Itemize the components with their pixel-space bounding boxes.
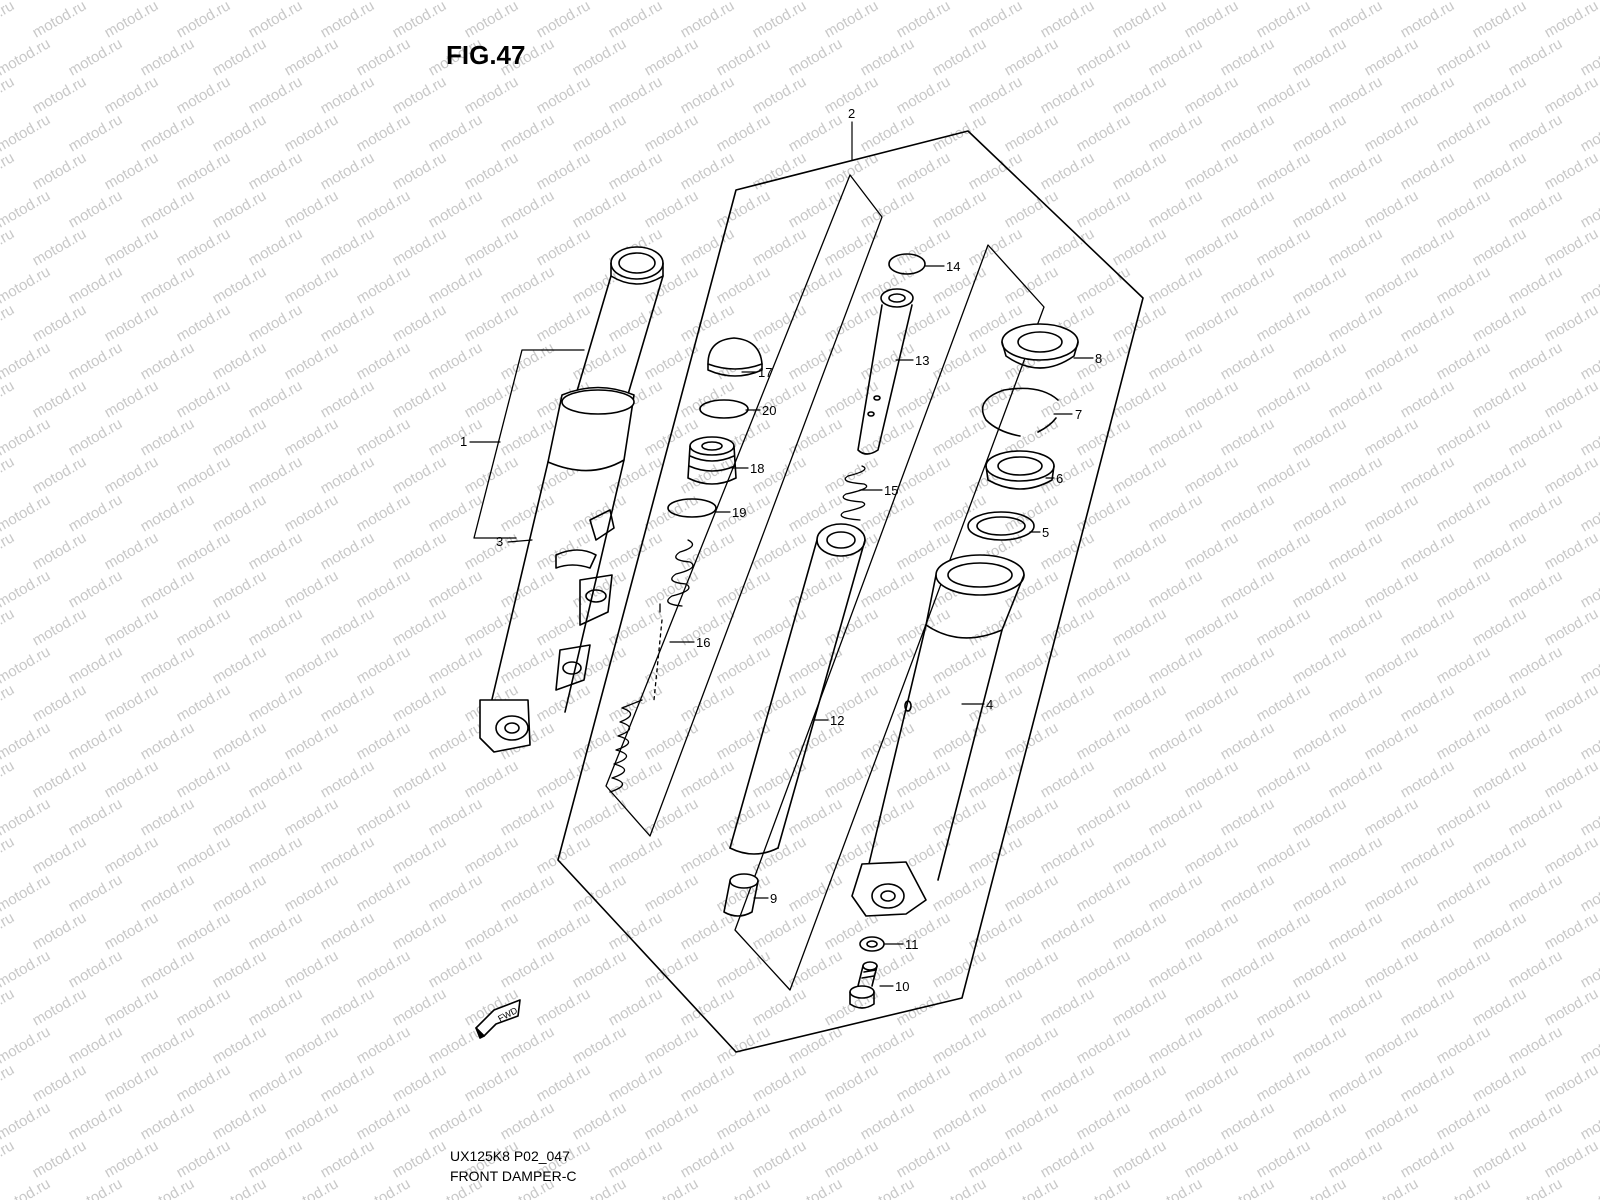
callout-3: 3: [496, 534, 503, 549]
part-19-o-ring: [667, 498, 717, 518]
callout-16: 16: [696, 635, 710, 650]
part-4-outer-tube-right: [851, 554, 1025, 917]
callout-9: 9: [770, 891, 777, 906]
part-15-rebound-spring: [840, 465, 868, 521]
callout-7: 7: [1075, 407, 1082, 422]
callout-15: 15: [884, 483, 898, 498]
callout-11: 11: [905, 937, 919, 952]
callout-4: 4: [986, 697, 993, 712]
part-6-oil-seal: [985, 450, 1055, 490]
part-14-snap-ring: [888, 253, 926, 275]
figure-title: FIG.47: [446, 40, 526, 70]
fwd-arrow-icon: FWD: [475, 999, 521, 1039]
callout-1: 1: [460, 434, 467, 449]
part-13-damper-rod: [857, 288, 914, 455]
part-9-oil-lock: [723, 873, 759, 917]
fork-tube-left: [571, 246, 664, 409]
callout-14: 14: [946, 259, 960, 274]
callout-13: 13: [915, 353, 929, 368]
outer-tube-left: [479, 386, 635, 753]
part-11-washer: [859, 936, 885, 952]
part-10-bolt: [849, 961, 878, 1009]
part-8-dust-seal: [1001, 323, 1079, 369]
callout-20: 20: [762, 403, 776, 418]
callout-6: 6: [1056, 471, 1063, 486]
callout-18: 18: [750, 461, 764, 476]
part-12-inner-tube: [729, 523, 866, 855]
callout-10: 10: [895, 979, 909, 994]
figure-name: FRONT DAMPER-C: [450, 1168, 577, 1184]
callout-leaders: [469, 121, 1094, 987]
part-7-retaining-ring: [981, 387, 1059, 437]
callout-5: 5: [1042, 525, 1049, 540]
figure-code: UX125K8 P02_047: [450, 1148, 570, 1164]
part-20-snap-ring: [699, 399, 749, 419]
callout-2: 2: [848, 106, 855, 121]
watermark-text: motod.ru: [1578, 0, 1600, 3]
callout-8: 8: [1095, 351, 1102, 366]
part-17-cap: [707, 337, 763, 377]
callout-17: 17: [758, 365, 772, 380]
callout-12: 12: [830, 713, 844, 728]
callout-labels: 2 1 3 14 13 8 7 6 5 4 17 20 18 19 16 15 …: [460, 106, 1102, 994]
part-5-washer: [967, 511, 1035, 541]
callout-19: 19: [732, 505, 746, 520]
